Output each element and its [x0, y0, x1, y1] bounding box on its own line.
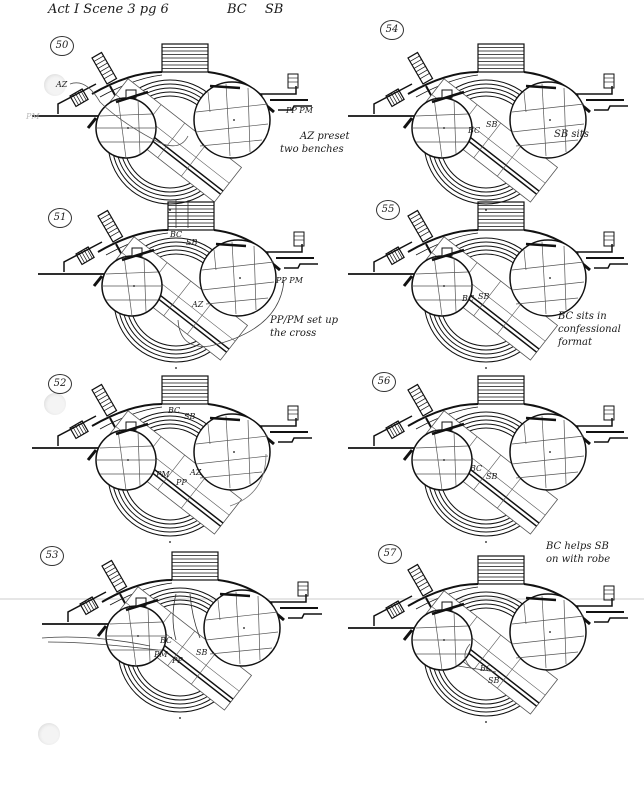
blocking-mark: SB [488, 676, 500, 685]
cue-number: 55 [376, 200, 400, 220]
blocking-mark: SB [478, 292, 490, 301]
note-line: PP/PM set up [270, 315, 339, 326]
binder-hole [38, 723, 60, 745]
blocking-panel-54: 54 BC SB SB sits [346, 16, 644, 213]
blocking-panel-57: 57 BC SB BC helps SB on with robe [346, 538, 644, 725]
cue-number: 52 [48, 374, 72, 394]
blocking-mark: AZ [192, 300, 204, 309]
blocking-note: AZ preset two benches [280, 130, 350, 156]
note-line: BC helps SB [546, 541, 609, 552]
blocking-mark: SB [196, 648, 208, 657]
stage-plan [30, 42, 314, 213]
blocking-mark: SB [486, 472, 498, 481]
blocking-panel-53: 53 BC PM PP SB [30, 538, 340, 721]
cue-number: 54 [380, 20, 404, 40]
blocking-mark: BC [480, 664, 493, 673]
blocking-mark: PP [172, 656, 183, 665]
blocking-mark: BC [470, 464, 483, 473]
header-character: BC [226, 2, 247, 17]
stage-plan [346, 42, 630, 213]
stage-plan [346, 200, 630, 371]
movement-path [229, 453, 267, 507]
blocking-mark: PP PM [286, 106, 313, 115]
blocking-mark: AZ [56, 80, 68, 89]
scan-artifact-line [0, 598, 644, 600]
cue-number: 51 [48, 208, 72, 228]
blocking-panel-52: 52 BC SB PM PP AZ [30, 368, 340, 548]
stage-plan [346, 554, 630, 725]
blocking-note: BC helps SB on with robe [546, 540, 610, 566]
blocking-mark: PM [156, 470, 170, 479]
page-header: Act I Scene 3 pg 6 BC SB [48, 2, 297, 17]
movement-arrow [47, 641, 159, 651]
movement-path [177, 279, 285, 347]
note-line: the cross [270, 328, 317, 339]
cue-number: 53 [40, 546, 64, 566]
stage-plan [36, 200, 320, 371]
note-line: on with robe [546, 554, 611, 565]
note-line: format [558, 337, 592, 348]
blocking-note: PP/PM set up the cross [270, 314, 338, 340]
blocking-mark: PM [154, 650, 168, 659]
blocking-panel-50: 50 AZ PP PM PM AZ preset two benches [26, 32, 350, 213]
note-line: BC sits in [558, 311, 607, 322]
stage-plan [30, 374, 314, 545]
note-line: confessional [558, 324, 621, 335]
movement-arrow [189, 593, 201, 639]
blocking-note: SB sits [554, 128, 589, 141]
blocking-note: BC sits in confessional format [558, 310, 621, 349]
blocking-mark: BC [468, 126, 481, 135]
cue-number: 57 [378, 544, 402, 564]
page-title: Act I Scene 3 pg 6 [48, 2, 169, 17]
blocking-mark: SB [186, 238, 198, 247]
blocking-mark: PP PM [276, 276, 303, 285]
stage-plan [346, 374, 630, 545]
blocking-panel-55: 55 BC SB BC sits in confessional format [346, 196, 644, 376]
blocking-mark: PM [26, 112, 40, 121]
cue-number: 50 [50, 36, 74, 56]
blocking-panel-56: 56 BC SB [346, 368, 644, 548]
note-line: SB sits [554, 129, 589, 140]
movement-arrow [41, 636, 151, 647]
header-character: SB [264, 2, 284, 17]
blocking-mark: SB [184, 412, 196, 421]
blocking-mark: BC [160, 636, 173, 645]
movement-arrow [172, 593, 177, 641]
stage-plan [40, 550, 324, 721]
binder-hole [44, 393, 66, 415]
note-line: AZ preset [300, 131, 350, 142]
blocking-mark: BC [462, 294, 475, 303]
blocking-mark: BC [170, 230, 183, 239]
movement-arrow [457, 665, 497, 673]
movement-path [69, 82, 189, 147]
cue-number: 56 [372, 372, 396, 392]
note-line: two benches [280, 144, 344, 155]
blocking-mark: SB [486, 120, 498, 129]
blocking-mark: BC [168, 406, 181, 415]
blocking-mark: PP [176, 478, 187, 487]
blocking-mark: AZ [190, 468, 202, 477]
blocking-panel-51: 51 BC SB AZ PP PM PP/PM set up the cross [30, 200, 340, 380]
binder-hole [44, 74, 66, 96]
